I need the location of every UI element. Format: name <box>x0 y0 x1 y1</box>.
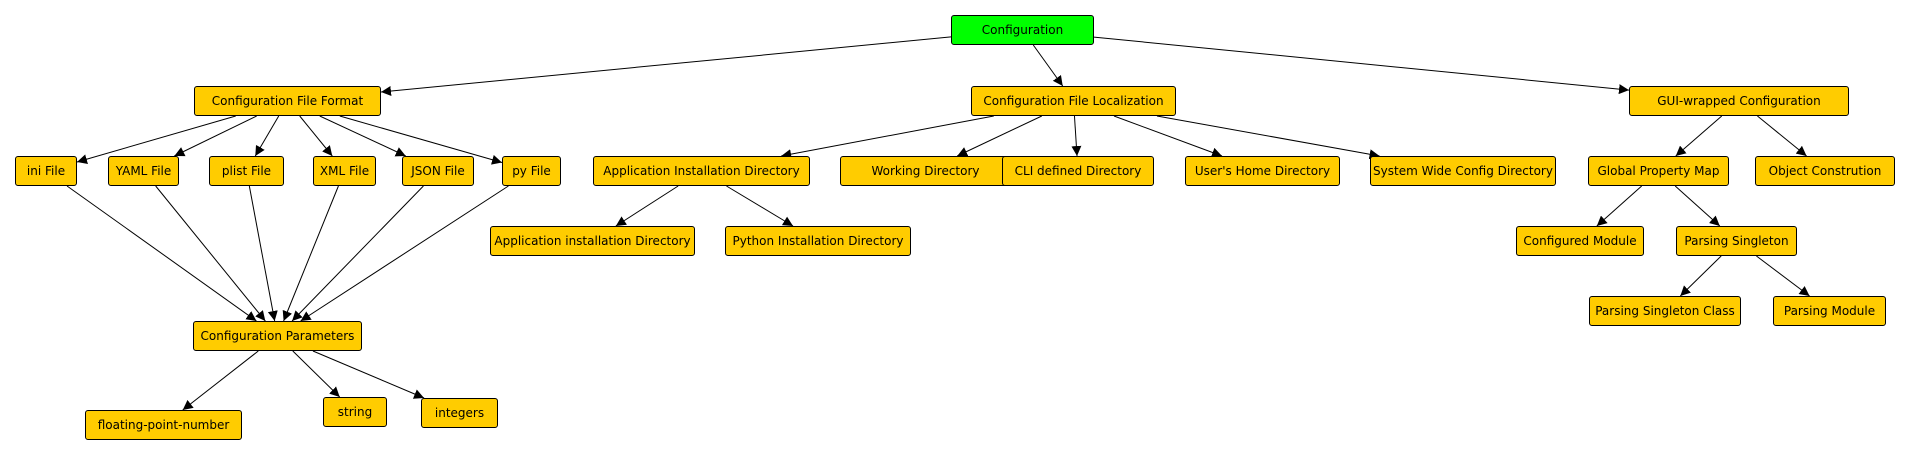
edge-config-file-format-to-yaml-file <box>174 115 257 157</box>
edge-json-file-to-config-parameters <box>291 185 424 322</box>
edge-gui-wrapped-config-to-object-construction <box>1757 115 1807 157</box>
node-py-file: py File <box>502 156 561 186</box>
edge-config-file-format-to-json-file <box>319 115 406 157</box>
node-xml-file: XML File <box>313 156 376 186</box>
edge-config-parameters-to-integers <box>312 350 425 399</box>
edge-global-property-map-to-parsing-singleton <box>1674 185 1721 227</box>
node-config-parameters: Configuration Parameters <box>193 321 362 351</box>
node-global-property-map: Global Property Map <box>1588 156 1729 186</box>
edge-config-parameters-to-string <box>292 350 341 398</box>
node-app-install-dir: Application Installation Directory <box>593 156 810 186</box>
edge-config-file-format-to-plist-file <box>254 115 280 157</box>
node-integers: integers <box>421 398 498 428</box>
edge-configuration-to-config-file-format <box>380 36 952 96</box>
node-parsing-module: Parsing Module <box>1773 296 1886 326</box>
edge-config-parameters-to-floating-point-number <box>182 350 259 411</box>
node-configuration: Configuration <box>951 15 1094 45</box>
edge-gui-wrapped-config-to-global-property-map <box>1675 115 1723 157</box>
edge-global-property-map-to-configured-module <box>1596 185 1643 227</box>
node-working-dir: Working Directory <box>840 156 1011 186</box>
edge-parsing-singleton-to-parsing-singleton-class <box>1679 255 1722 297</box>
edge-config-file-localization-to-working-dir <box>957 115 1042 157</box>
node-gui-wrapped-config: GUI-wrapped Configuration <box>1629 86 1849 116</box>
edge-config-file-format-to-ini-file <box>76 115 236 165</box>
node-config-file-format: Configuration File Format <box>194 86 381 116</box>
node-plist-file: plist File <box>209 156 284 186</box>
edge-config-file-format-to-py-file <box>339 115 503 165</box>
edge-config-file-format-to-xml-file <box>299 115 333 157</box>
node-floating-point-number: floating-point-number <box>85 410 242 440</box>
edge-config-file-localization-to-system-wide-config-dir <box>1156 115 1380 160</box>
node-object-construction: Object Constrution <box>1755 156 1895 186</box>
edge-xml-file-to-config-parameters <box>282 185 339 322</box>
node-configured-module: Configured Module <box>1516 226 1644 256</box>
edge-configuration-to-config-file-localization <box>1032 44 1064 87</box>
node-json-file: JSON File <box>402 156 474 186</box>
node-cli-defined-dir: CLI defined Directory <box>1002 156 1154 186</box>
edge-app-install-dir-to-python-install-dir <box>726 185 794 227</box>
edge-parsing-singleton-to-parsing-module <box>1756 255 1810 297</box>
node-parsing-singleton: Parsing Singleton <box>1676 226 1797 256</box>
edge-config-file-localization-to-app-install-dir <box>781 115 994 160</box>
edge-config-file-localization-to-users-home-dir <box>1113 115 1223 158</box>
node-yaml-file: YAML File <box>108 156 179 186</box>
edge-ini-file-to-config-parameters <box>66 185 257 322</box>
edge-config-file-localization-to-cli-defined-dir <box>1071 115 1082 157</box>
node-system-wide-config-dir: System Wide Config Directory <box>1370 156 1556 186</box>
edge-plist-file-to-config-parameters <box>248 185 278 322</box>
edge-py-file-to-config-parameters <box>300 185 509 322</box>
edge-app-install-dir-to-app-installation-dir-2 <box>615 185 679 227</box>
node-users-home-dir: User's Home Directory <box>1185 156 1340 186</box>
node-app-installation-dir-2: Application installation Directory <box>490 226 695 256</box>
node-python-install-dir: Python Installation Directory <box>725 226 911 256</box>
node-config-file-localization: Configuration File Localization <box>971 86 1176 116</box>
node-ini-file: ini File <box>15 156 77 186</box>
node-parsing-singleton-class: Parsing Singleton Class <box>1589 296 1741 326</box>
node-string: string <box>323 397 387 427</box>
edge-configuration-to-gui-wrapped-config <box>1093 36 1630 95</box>
edge-yaml-file-to-config-parameters <box>155 185 266 322</box>
